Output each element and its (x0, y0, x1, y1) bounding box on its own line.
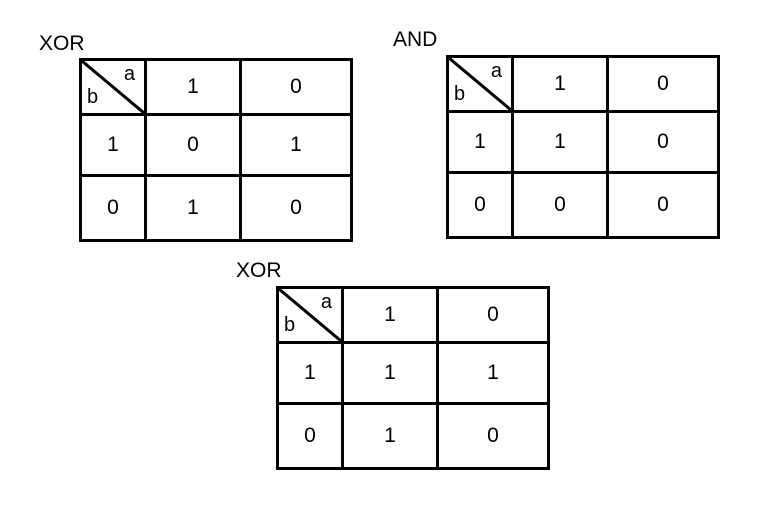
row-header: 0 (279, 405, 341, 467)
table-cell: 1 (514, 113, 606, 171)
row-header: 1 (449, 113, 511, 171)
row-header: 1 (279, 344, 341, 402)
table-cell: 1 (344, 344, 436, 402)
row-header: 1 (82, 116, 144, 174)
row-variable-label: b (87, 86, 99, 108)
truth-table-and: a b 1 0 1 1 0 0 0 0 (446, 55, 720, 239)
table-cell: 0 (609, 174, 717, 236)
column-header: 0 (609, 58, 717, 110)
column-variable-label: a (123, 63, 135, 85)
column-header: 0 (242, 61, 350, 113)
table-title-and: AND (393, 28, 438, 51)
diagonal-divider-icon (82, 61, 144, 113)
table-cell: 1 (344, 405, 436, 467)
corner-cell: a b (449, 58, 511, 110)
column-header: 1 (147, 61, 239, 113)
table-cell: 0 (147, 116, 239, 174)
row-header: 0 (82, 177, 144, 239)
row-variable-label: b (454, 83, 466, 105)
table-cell: 1 (439, 344, 547, 402)
truth-table-xor-bottom: a b 1 0 1 1 1 0 1 0 (276, 286, 550, 470)
table-cell: 0 (439, 405, 547, 467)
table-cell: 0 (609, 113, 717, 171)
column-variable-label: a (490, 60, 502, 82)
column-header: 1 (514, 58, 606, 110)
column-header: 1 (344, 289, 436, 341)
truth-table-xor-top: a b 1 0 1 0 1 0 1 0 (79, 58, 353, 242)
row-variable-label: b (284, 314, 296, 336)
table-title-xor-top: XOR (39, 32, 85, 55)
table-cell: 0 (242, 177, 350, 239)
corner-cell: a b (82, 61, 144, 113)
column-variable-label: a (320, 291, 332, 313)
corner-cell: a b (279, 289, 341, 341)
diagonal-divider-icon (449, 58, 511, 110)
diagonal-divider-icon (279, 289, 341, 341)
table-title-xor-bottom: XOR (236, 259, 282, 282)
column-header: 0 (439, 289, 547, 341)
table-cell: 1 (242, 116, 350, 174)
table-cell: 1 (147, 177, 239, 239)
row-header: 0 (449, 174, 511, 236)
table-cell: 0 (514, 174, 606, 236)
